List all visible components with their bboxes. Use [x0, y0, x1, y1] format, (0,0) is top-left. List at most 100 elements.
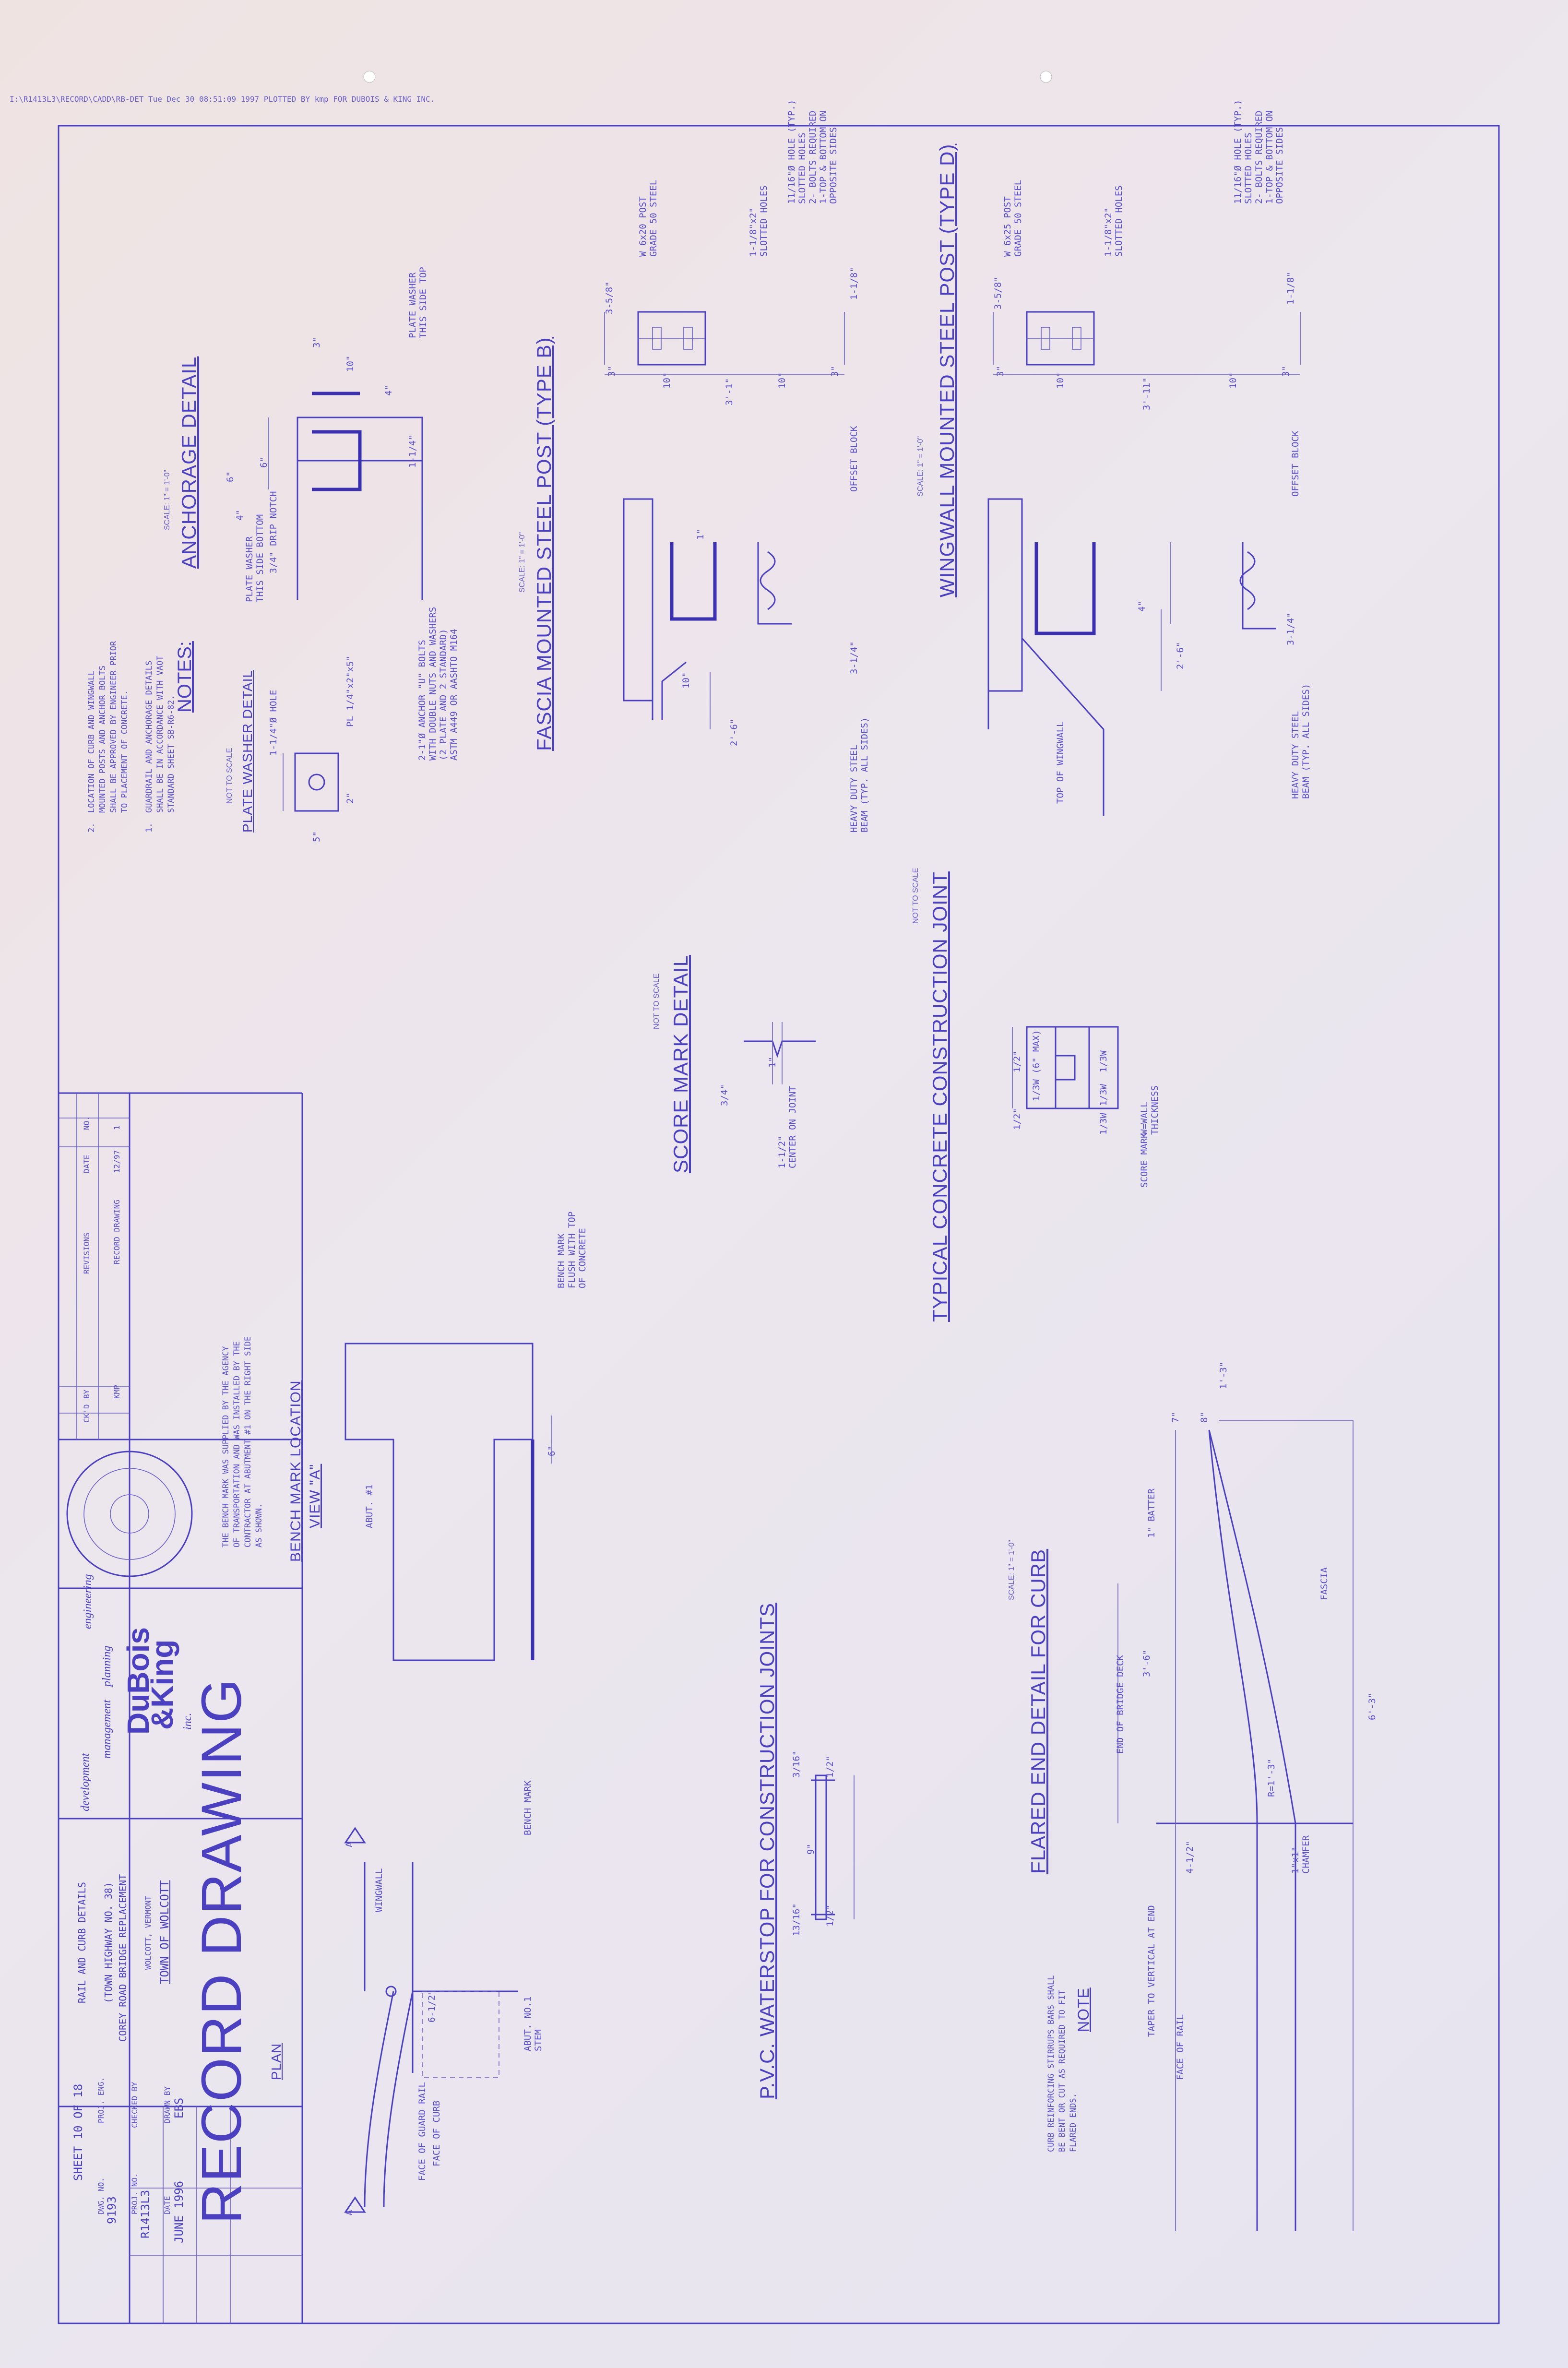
wingwall-top-label: TOP OF WINGWALL [1055, 721, 1066, 804]
plan-section-mark: A [344, 2210, 355, 2215]
wingwall-offset-label: OFFSET BLOCK [1290, 430, 1301, 497]
fascia-dim: 10" [681, 672, 691, 689]
plan-rail: FACE OF GUARD RAIL [417, 2082, 428, 2181]
firm-service: management [101, 1700, 113, 1759]
fascia-dim: 2'-6" [729, 718, 739, 746]
bench-mark-abut: ABUT. #1 [364, 1484, 375, 1528]
project-state: WOLCOTT, VERMONT [143, 1895, 153, 1970]
anchorage-washer-top: PLATE WASHER THIS SIDE TOP [407, 267, 428, 338]
flared-dim: 4-1/2" [1185, 1841, 1195, 1874]
flared-dim: 3'-6" [1141, 1649, 1152, 1677]
wingwall-dim: 4" [1137, 601, 1147, 612]
joint-scale: NOT TO SCALE [912, 868, 920, 924]
flared-rail: FACE OF RAIL [1175, 2014, 1186, 2080]
wingwall-dim: 10" [1228, 372, 1238, 389]
plate-washer-dim: 5" [311, 831, 322, 842]
wingwall-dim: 3-5/8" [993, 276, 1003, 309]
proj-eng-label: PROJ. ENG. [96, 2077, 106, 2123]
plan-dim: 6-1/2" [427, 1989, 437, 2023]
anchorage-dim: 6" [259, 457, 269, 468]
wingwall-post-section [987, 498, 1276, 816]
firm-name-suffix: inc. [181, 1713, 194, 1730]
plate-washer-hole: 1-1/4"Ø HOLE [268, 690, 279, 756]
wingwall-post-elevation [993, 311, 1301, 375]
revision-header-by: BY [82, 1389, 91, 1399]
anchorage-dim: 4" [383, 385, 394, 396]
anchorage-section [268, 392, 423, 600]
plan-bm: BENCH MARK [523, 1780, 533, 1835]
waterstop-drawing [811, 1774, 855, 1920]
waterstop-title: P.V.C. WATERSTOP FOR CONSTRUCTION JOINTS [756, 1603, 778, 2099]
bench-mark-note: THE BENCH MARK WAS SUPPLIED BY THE AGENC… [221, 1336, 264, 1547]
firm-service: planning [101, 1645, 113, 1687]
bench-mark-title: BENCH MARK LOCATION [288, 1380, 304, 1562]
joint-dim: 1/3W [1098, 1084, 1109, 1106]
flared-taper: TAPER TO VERTICAL AT END [1146, 1905, 1157, 2037]
bench-mark-view [344, 1343, 552, 1661]
anchorage-scale: SCALE: 1" = 1'-0" [163, 469, 171, 530]
revision-date: 12/97 [112, 1150, 121, 1173]
fascia-post-label: W 6x20 POST GRADE 50 STEEL [638, 179, 659, 257]
binder-hole [1040, 71, 1052, 83]
anchorage-dim: 4" [235, 510, 245, 521]
fascia-dim: 1-1/8" [849, 267, 859, 300]
project-line1: COREY ROAD BRIDGE REPLACEMENT [117, 1874, 129, 2042]
anchorage-dim: 3" [311, 337, 322, 348]
plan-curb: FACE OF CURB [431, 2100, 442, 2166]
score-title: SCORE MARK DETAIL [669, 955, 692, 1173]
engineer-seal [66, 1451, 193, 1577]
plate-washer-title: PLATE WASHER DETAIL [240, 670, 255, 833]
anchorage-title: ANCHORAGE DETAIL [178, 356, 200, 569]
flared-note: CURB REINFORCING STIRRUPS BARS SHALL BE … [1046, 1975, 1078, 2152]
notes-title: NOTES: [174, 641, 195, 713]
revision-desc: RECORD DRAWING [112, 1200, 121, 1264]
flared-chamfer: 1"x1" CHAMFER [1290, 1835, 1311, 1874]
plate-washer-drawing [283, 752, 339, 812]
revision-header-desc: REVISIONS [82, 1232, 91, 1274]
plot-info: I:\R1413L3\RECORD\CADD\RB-DET Tue Dec 30… [10, 95, 435, 104]
proj-no-label: PROJ. NO. [130, 2173, 139, 2214]
sheet-number: SHEET 10 OF 18 [71, 2083, 85, 2181]
joint-dim: 1/3W [1098, 1050, 1109, 1072]
wingwall-hole-label: 11/16"Ø HOLE (TYP.) SLOTTED HOLES 2- BOL… [1233, 99, 1285, 204]
fascia-dim: 3" [830, 366, 840, 377]
flared-title: FLARED END DETAIL FOR CURB [1027, 1548, 1049, 1874]
joint-title: TYPICAL CONCRETE CONSTRUCTION JOINT [928, 871, 951, 1322]
waterstop-dim: 1/2" [825, 1904, 835, 1927]
wingwall-dim: 3-1/4" [1285, 612, 1296, 645]
flared-end-drawing [1117, 1420, 1354, 2231]
wingwall-dim: 3" [995, 366, 1006, 377]
plate-washer-dim: 2" [345, 793, 356, 804]
anchorage-washer-bot: PLATE WASHER THIS SIDE BOTTOM [244, 514, 265, 602]
plan-section-mark: A [344, 1842, 355, 1847]
project-town: TOWN OF WOLCOTT [158, 1880, 171, 1984]
note-2: 2. LOCATION OF CURB AND WINGWALL MOUNTED… [87, 641, 130, 833]
plate-washer-plate: PL 1/4"x2"x5" [345, 655, 356, 727]
joint-thickness: W=WALL THICKNESS [1139, 1085, 1160, 1135]
engineer-seal [83, 1468, 176, 1560]
score-scale: NOT TO SCALE [653, 973, 661, 1029]
bench-mark-dim: 6" [546, 1445, 557, 1456]
drawn-by: EBS [172, 2097, 186, 2118]
sheet-border [58, 125, 1500, 2324]
wingwall-dim: 3" [1281, 366, 1291, 377]
fascia-offset-label: OFFSET BLOCK [849, 426, 859, 492]
fascia-dim: 3" [606, 366, 617, 377]
revision-header-no: NO. [82, 1116, 91, 1130]
flared-fascia: FASCIA [1319, 1567, 1330, 1600]
note-1: 1. GUARDRAIL AND ANCHORAGE DETAILS SHALL… [144, 655, 176, 833]
revision-header-date: DATE [82, 1154, 91, 1173]
dwg-no-label: DWG. NO. [96, 2177, 106, 2214]
score-dim: 1" [767, 1057, 778, 1068]
sheet-title: RAIL AND CURB DETAILS [76, 1882, 88, 2003]
drawn-by-label: DRAWN BY [163, 2086, 172, 2123]
checked-by-label: CHECKED BY [130, 2082, 139, 2128]
joint-score: SCORE MARK [1139, 1132, 1150, 1188]
joint-dim: 1/3W [1098, 1113, 1109, 1135]
joint-dim: 1/2" [1012, 1050, 1022, 1072]
binder-hole [363, 71, 376, 83]
joint-dim: 1/3W (6" MAX) [1031, 1030, 1042, 1101]
waterstop-dim: 1/2" [825, 1756, 835, 1778]
flared-dim: 7" [1170, 1412, 1181, 1423]
